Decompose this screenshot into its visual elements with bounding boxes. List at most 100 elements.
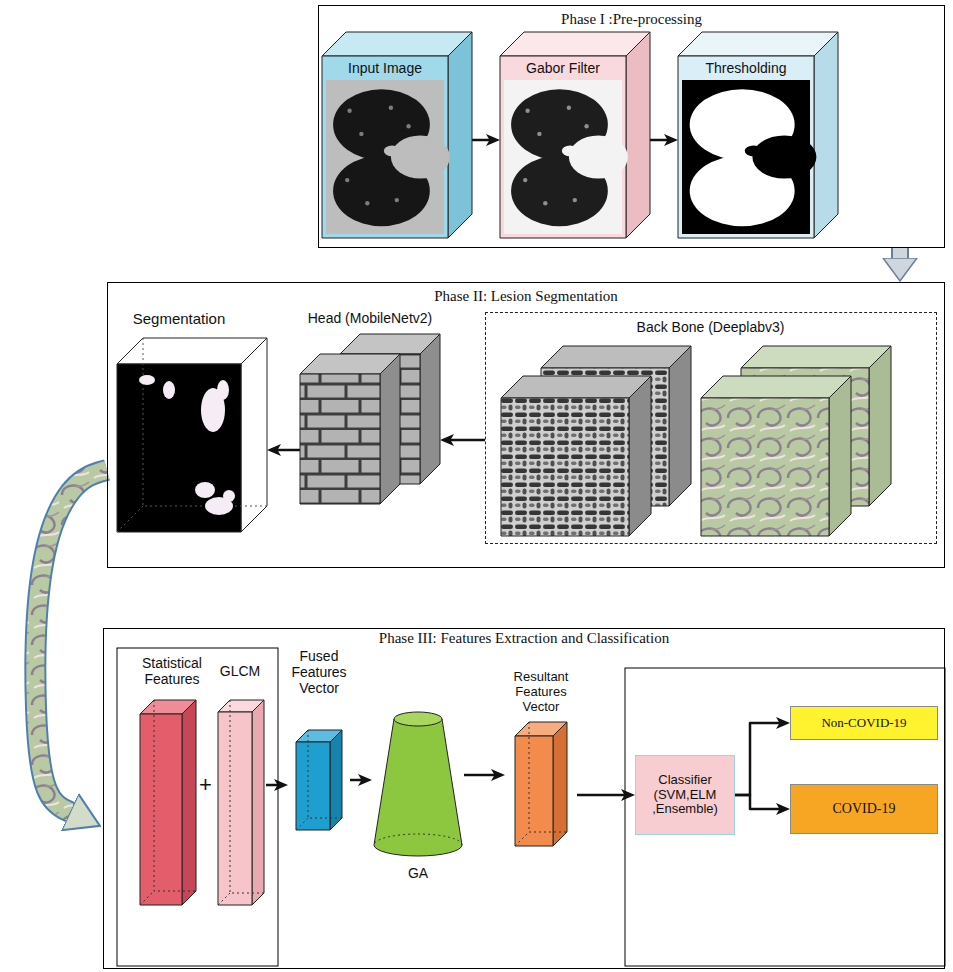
cuboid-side — [626, 32, 650, 238]
connector — [275, 450, 300, 451]
scan-speck — [389, 106, 393, 110]
connector — [735, 795, 782, 809]
mediastinum-shape — [569, 135, 628, 178]
connector-line — [650, 139, 670, 142]
cuboid-top — [701, 376, 851, 398]
cuboid-side — [241, 338, 267, 532]
connector — [650, 140, 670, 141]
scan-speck — [537, 132, 541, 136]
scan-speck — [584, 124, 588, 128]
feature-bar: GLCM — [214, 663, 266, 907]
connector — [577, 795, 627, 796]
phase-panel: Phase I :Pre-processingInput Image Gabor … — [318, 5, 945, 248]
feature-bar: Statistical Features — [136, 655, 208, 907]
class-box: Non-COVID-19 — [790, 706, 938, 740]
cuboid-side — [182, 700, 196, 905]
scan-speck — [359, 132, 363, 136]
airway-shape — [745, 145, 763, 156]
cuboid-side — [629, 376, 651, 536]
cuboid-front — [117, 364, 241, 532]
connector — [472, 140, 492, 141]
phase-title: Phase II: Lesion Segmentation — [108, 288, 944, 305]
operator-label: + — [197, 774, 214, 796]
node-label: Back Bone (Deeplabv3) — [486, 319, 935, 335]
cuboid-top — [500, 32, 650, 56]
hidden-edge — [117, 338, 267, 532]
cuboid-side — [252, 700, 264, 905]
cone-body — [374, 719, 462, 856]
node-shape — [486, 313, 935, 542]
mediastinum-shape — [391, 135, 450, 178]
classifier-box: Classifier (SVM,ELM ,Ensemble) — [635, 755, 735, 835]
cuboid-side — [448, 32, 472, 238]
scan-speck — [406, 124, 410, 128]
phase-title: Phase I :Pre-processing — [319, 11, 944, 28]
image-cube: Input Image — [322, 32, 472, 238]
lesion-spot — [223, 490, 235, 502]
connector-outline — [891, 248, 909, 258]
connector-outline — [35, 470, 107, 812]
hidden-edge — [515, 722, 567, 846]
scan-speck — [347, 109, 351, 113]
cuboid-front — [296, 742, 330, 830]
cuboid-side — [380, 354, 400, 504]
node-label: GA — [372, 865, 464, 881]
cuboid-top — [322, 32, 472, 56]
cuboid-top — [678, 32, 838, 56]
scan-speck — [573, 198, 577, 202]
backbone-group: Back Bone (Deeplabv3) — [485, 312, 937, 544]
node-label: GLCM — [214, 663, 266, 679]
lesion-spot — [139, 375, 155, 385]
connector-line — [735, 723, 782, 795]
cuboid-side — [814, 32, 838, 238]
cuboid-top — [501, 376, 651, 398]
connector-line — [350, 779, 364, 782]
connector-line — [472, 139, 492, 142]
cuboid-front — [300, 374, 380, 504]
airway-shape — [562, 145, 579, 156]
connector-line — [266, 784, 280, 787]
classifier-group-frame — [625, 668, 945, 966]
image-cube: Thresholding — [678, 32, 838, 238]
node-label: Gabor Filter — [500, 60, 626, 76]
phase-panel: Phase II: Lesion SegmentationSegmentatio… — [107, 282, 945, 568]
hidden-edge — [296, 730, 342, 830]
airway-shape — [384, 145, 401, 156]
node-shape — [136, 655, 208, 907]
node-label: COVID-19 — [833, 801, 896, 817]
connector — [735, 723, 782, 795]
cuboid-side — [553, 722, 567, 846]
image-cube: Gabor Filter — [500, 32, 650, 238]
ga-cone: GA — [372, 705, 464, 895]
cuboid-top — [741, 346, 891, 368]
node-shape — [117, 310, 267, 532]
node-label: Non-COVID-19 — [821, 716, 906, 731]
mediastinum-shape — [752, 135, 816, 178]
phase-panel: Phase III: Features Extraction and Class… — [103, 628, 945, 969]
cuboid-side — [669, 346, 691, 506]
node-label: Segmentation — [117, 310, 241, 327]
cuboid-side — [330, 730, 342, 830]
connector — [350, 780, 364, 781]
scan-speck — [365, 201, 369, 205]
node-label: Statistical Features — [136, 655, 208, 687]
node-shape — [300, 310, 440, 505]
connector — [266, 785, 280, 786]
connector-line — [735, 795, 782, 809]
scan-speck — [395, 198, 399, 202]
lesion-spot — [195, 482, 215, 498]
connector — [900, 248, 901, 258]
connector-line — [448, 439, 485, 442]
cuboid-front — [501, 398, 629, 536]
connector-body — [35, 470, 107, 812]
node-label: Head (MobileNetv2) — [300, 310, 440, 326]
label-holder: + — [197, 774, 214, 796]
cuboid-front — [515, 736, 553, 846]
cuboid-side — [829, 376, 851, 536]
class-box: COVID-19 — [790, 784, 938, 834]
vector-bar: Resultant Features Vector — [505, 670, 577, 846]
cuboid-front — [140, 714, 182, 905]
scan-speck — [525, 109, 529, 113]
node-label: Thresholding — [678, 60, 814, 76]
